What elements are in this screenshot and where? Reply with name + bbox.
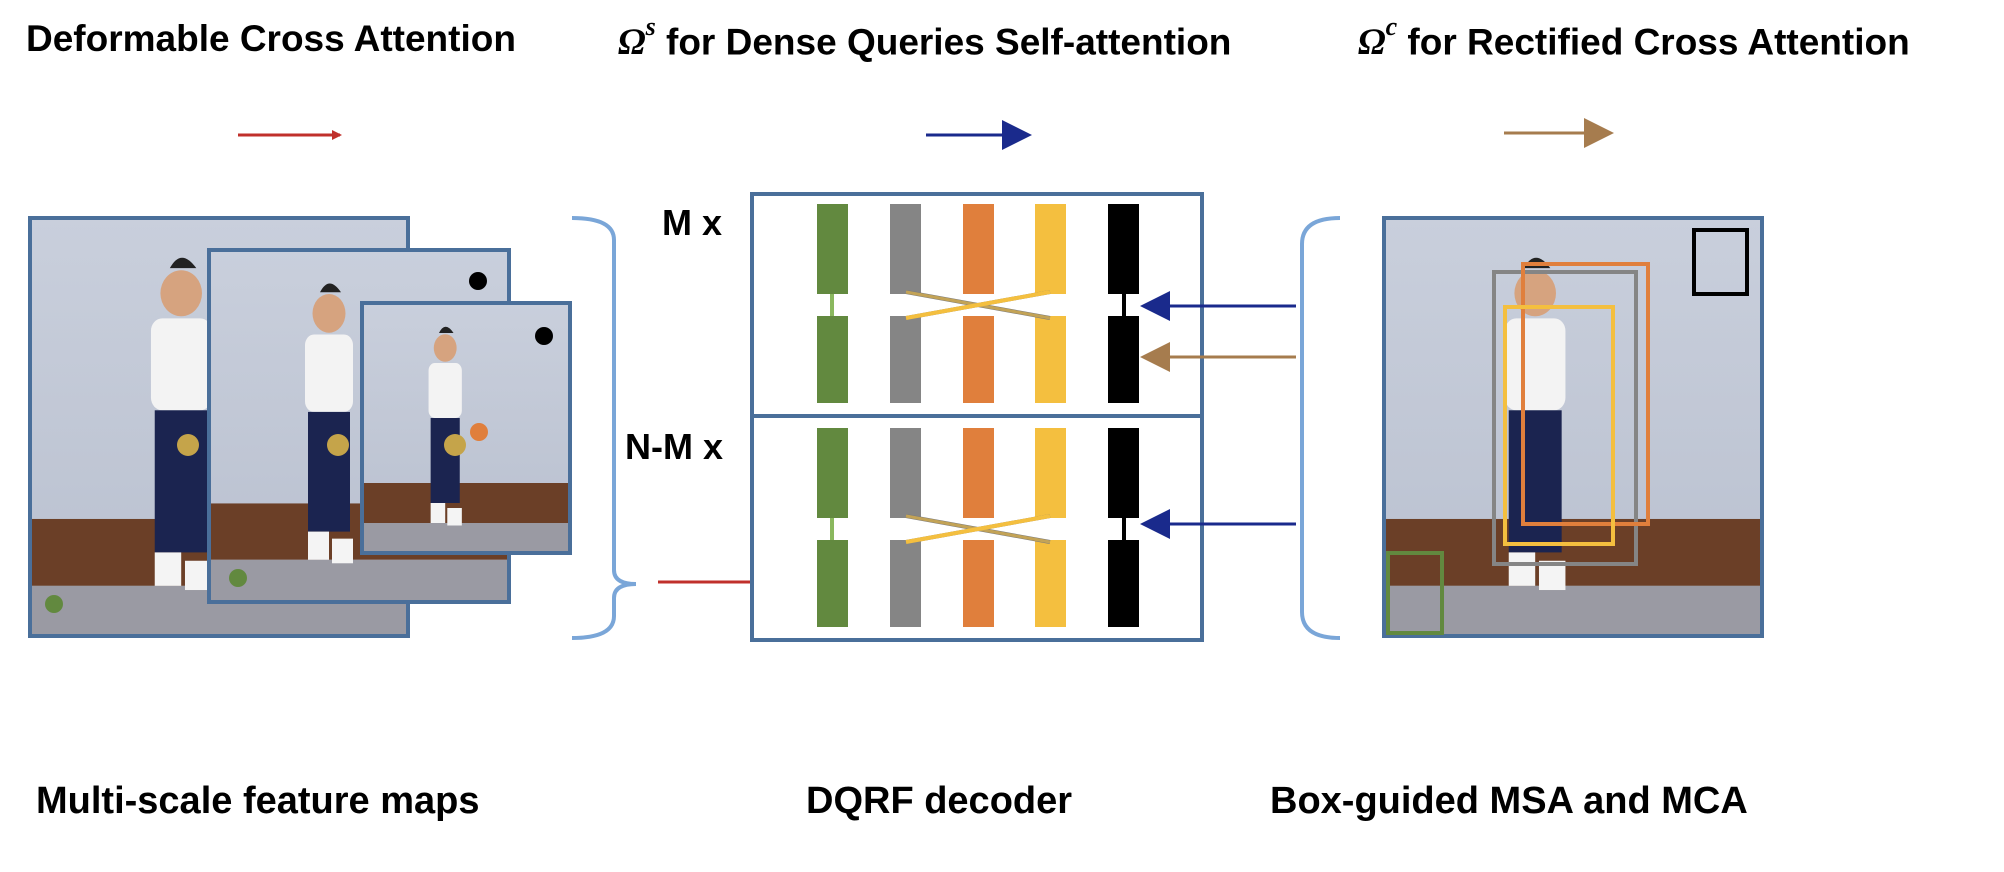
legend-deformable-label: Deformable Cross Attention [26,18,516,59]
green-point [229,569,247,587]
omega-s-symbol: Ωs [618,12,656,64]
decoder-top-layer [817,204,1139,403]
gray-box [1492,270,1638,566]
yellow-box [1503,305,1615,546]
decoder-bottom-label: N-M x [625,426,723,467]
caption-dqrf-decoder: DQRF decoder [806,780,1073,822]
orange-point [470,423,488,441]
black-point [535,327,553,345]
legend-rectified-label: Ωc for Rectified Cross Attention [1358,12,1910,64]
feature-map-large [28,216,410,638]
blended-point [327,434,349,456]
black-query-column [1108,204,1139,294]
right-brace [1300,216,1341,640]
legend-dense-label: Ωs for Dense Queries Self-attention [618,12,1232,64]
green-point [45,595,63,613]
decoder-bottom-layer [817,428,1139,627]
decoder-top-label: M x [662,202,723,243]
feature-map-small [360,301,572,555]
omega-c-symbol: Ωc [1358,12,1398,64]
green-box [1386,551,1444,635]
left-brace [571,216,637,640]
blended-point [177,434,199,456]
caption-feature-maps: Multi-scale feature maps [36,780,480,822]
black-box [1692,228,1749,296]
green-query-column [817,204,848,294]
black-point [469,272,487,290]
orange-box [1521,262,1650,526]
caption-box-guided: Box-guided MSA and MCA [1270,780,1748,822]
blended-point [444,434,466,456]
box-guided-image [1382,216,1764,638]
